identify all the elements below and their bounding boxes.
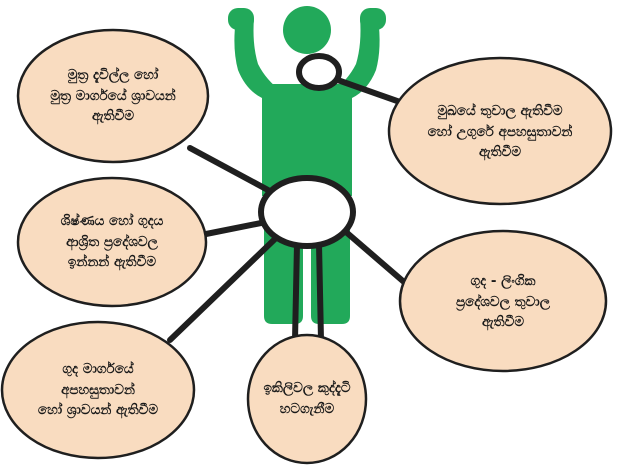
bubble-bottom-center	[246, 333, 368, 465]
bubble-mid-left-label: ශිෂ්ණය හෝ ගුදය ආශ්‍රිත ප්‍රදේශවල ඉන්නන් …	[60, 212, 164, 271]
bubble-top-left-text: මුත්‍ර දැවිල්ල හෝ මුත්‍ර මාර්ගයේ ශ්‍රාවය…	[23, 46, 203, 146]
bubble-top-right	[387, 56, 613, 206]
connector-bottom-center-a	[292, 241, 300, 343]
bubble-top-left	[16, 28, 210, 164]
connector-lines	[167, 75, 407, 343]
bubble-top-left-label: මුත්‍ර දැවිල්ල හෝ මුත්‍ර මාර්ගයේ ශ්‍රාවය…	[50, 66, 176, 125]
connector-head	[329, 75, 403, 105]
bubbles	[0, 28, 613, 465]
bubble-mid-left-text: ශිෂ්ණය හෝ ගුදය ආශ්‍රිත ප්‍රදේශවල ඉන්නන් …	[24, 192, 200, 292]
connector-mid-left	[203, 219, 269, 237]
connector-mid-right	[343, 229, 407, 285]
bubble-bottom-center-text: ඉකිලිවල කුද්දැටි හටගැනීම	[252, 360, 362, 438]
bubble-bottom-left-label: ගුද මාර්ගයේ අපහසුතාවන් හෝ ශ්‍රාවයන් ඇතිව…	[37, 360, 159, 419]
head-ring	[296, 53, 342, 91]
connector-top-left	[187, 145, 271, 193]
person-arms-raised-icon	[228, 6, 386, 324]
bubble-bottom-left-text: ගුද මාර්ගයේ අපහසුතාවන් හෝ ශ්‍රාවයන් ඇතිව…	[6, 340, 190, 440]
bubble-mid-right	[398, 229, 608, 373]
connector-bottom-left	[167, 235, 279, 343]
bubble-top-right-text: මුඛයේ තුවාල ඇතිවීම හෝ උගුරේ අපහසුතාවන් ඇ…	[398, 80, 602, 184]
center-node	[258, 175, 356, 249]
bubble-top-right-label: මුඛයේ තුවාල ඇතිවීම හෝ උගුරේ අපහසුතාවන් ඇ…	[427, 102, 573, 161]
connector-bottom-center-b	[316, 241, 324, 343]
bubble-mid-right-label: ගුද - ලිංගික ප්‍රදේශවල තුවාල ඇතිවීම	[455, 272, 551, 331]
bubble-bottom-left	[0, 320, 196, 460]
bubble-mid-right-text: ගුද - ලිංගික ප්‍රදේශවල තුවාල ඇතිවීම	[408, 250, 598, 354]
bubble-bottom-center-label: ඉකිලිවල කුද්දැටි හටගැනීම	[263, 380, 351, 417]
bubble-mid-left	[16, 176, 208, 308]
